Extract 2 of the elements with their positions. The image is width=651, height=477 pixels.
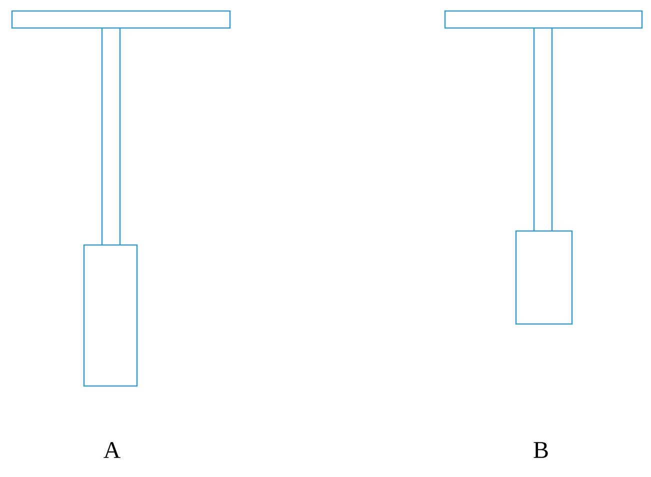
figure-label: B: [534, 442, 548, 458]
figure-label: A: [104, 442, 120, 458]
